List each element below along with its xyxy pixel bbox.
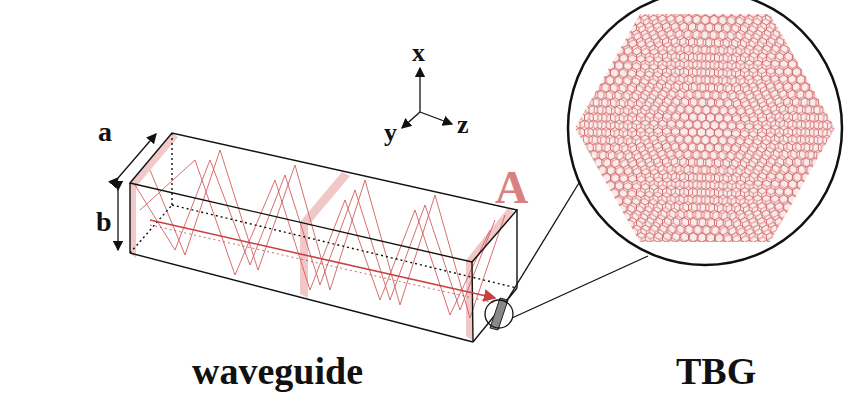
axis-label: z	[457, 112, 469, 138]
axis-label: x	[412, 40, 425, 66]
part-name: waveguide	[192, 352, 363, 390]
axis-label: y	[384, 120, 397, 146]
field-label: A	[495, 165, 528, 211]
dimension-label: a	[98, 118, 112, 146]
part-name: TBG	[676, 352, 756, 390]
dimension-label: b	[96, 208, 112, 236]
